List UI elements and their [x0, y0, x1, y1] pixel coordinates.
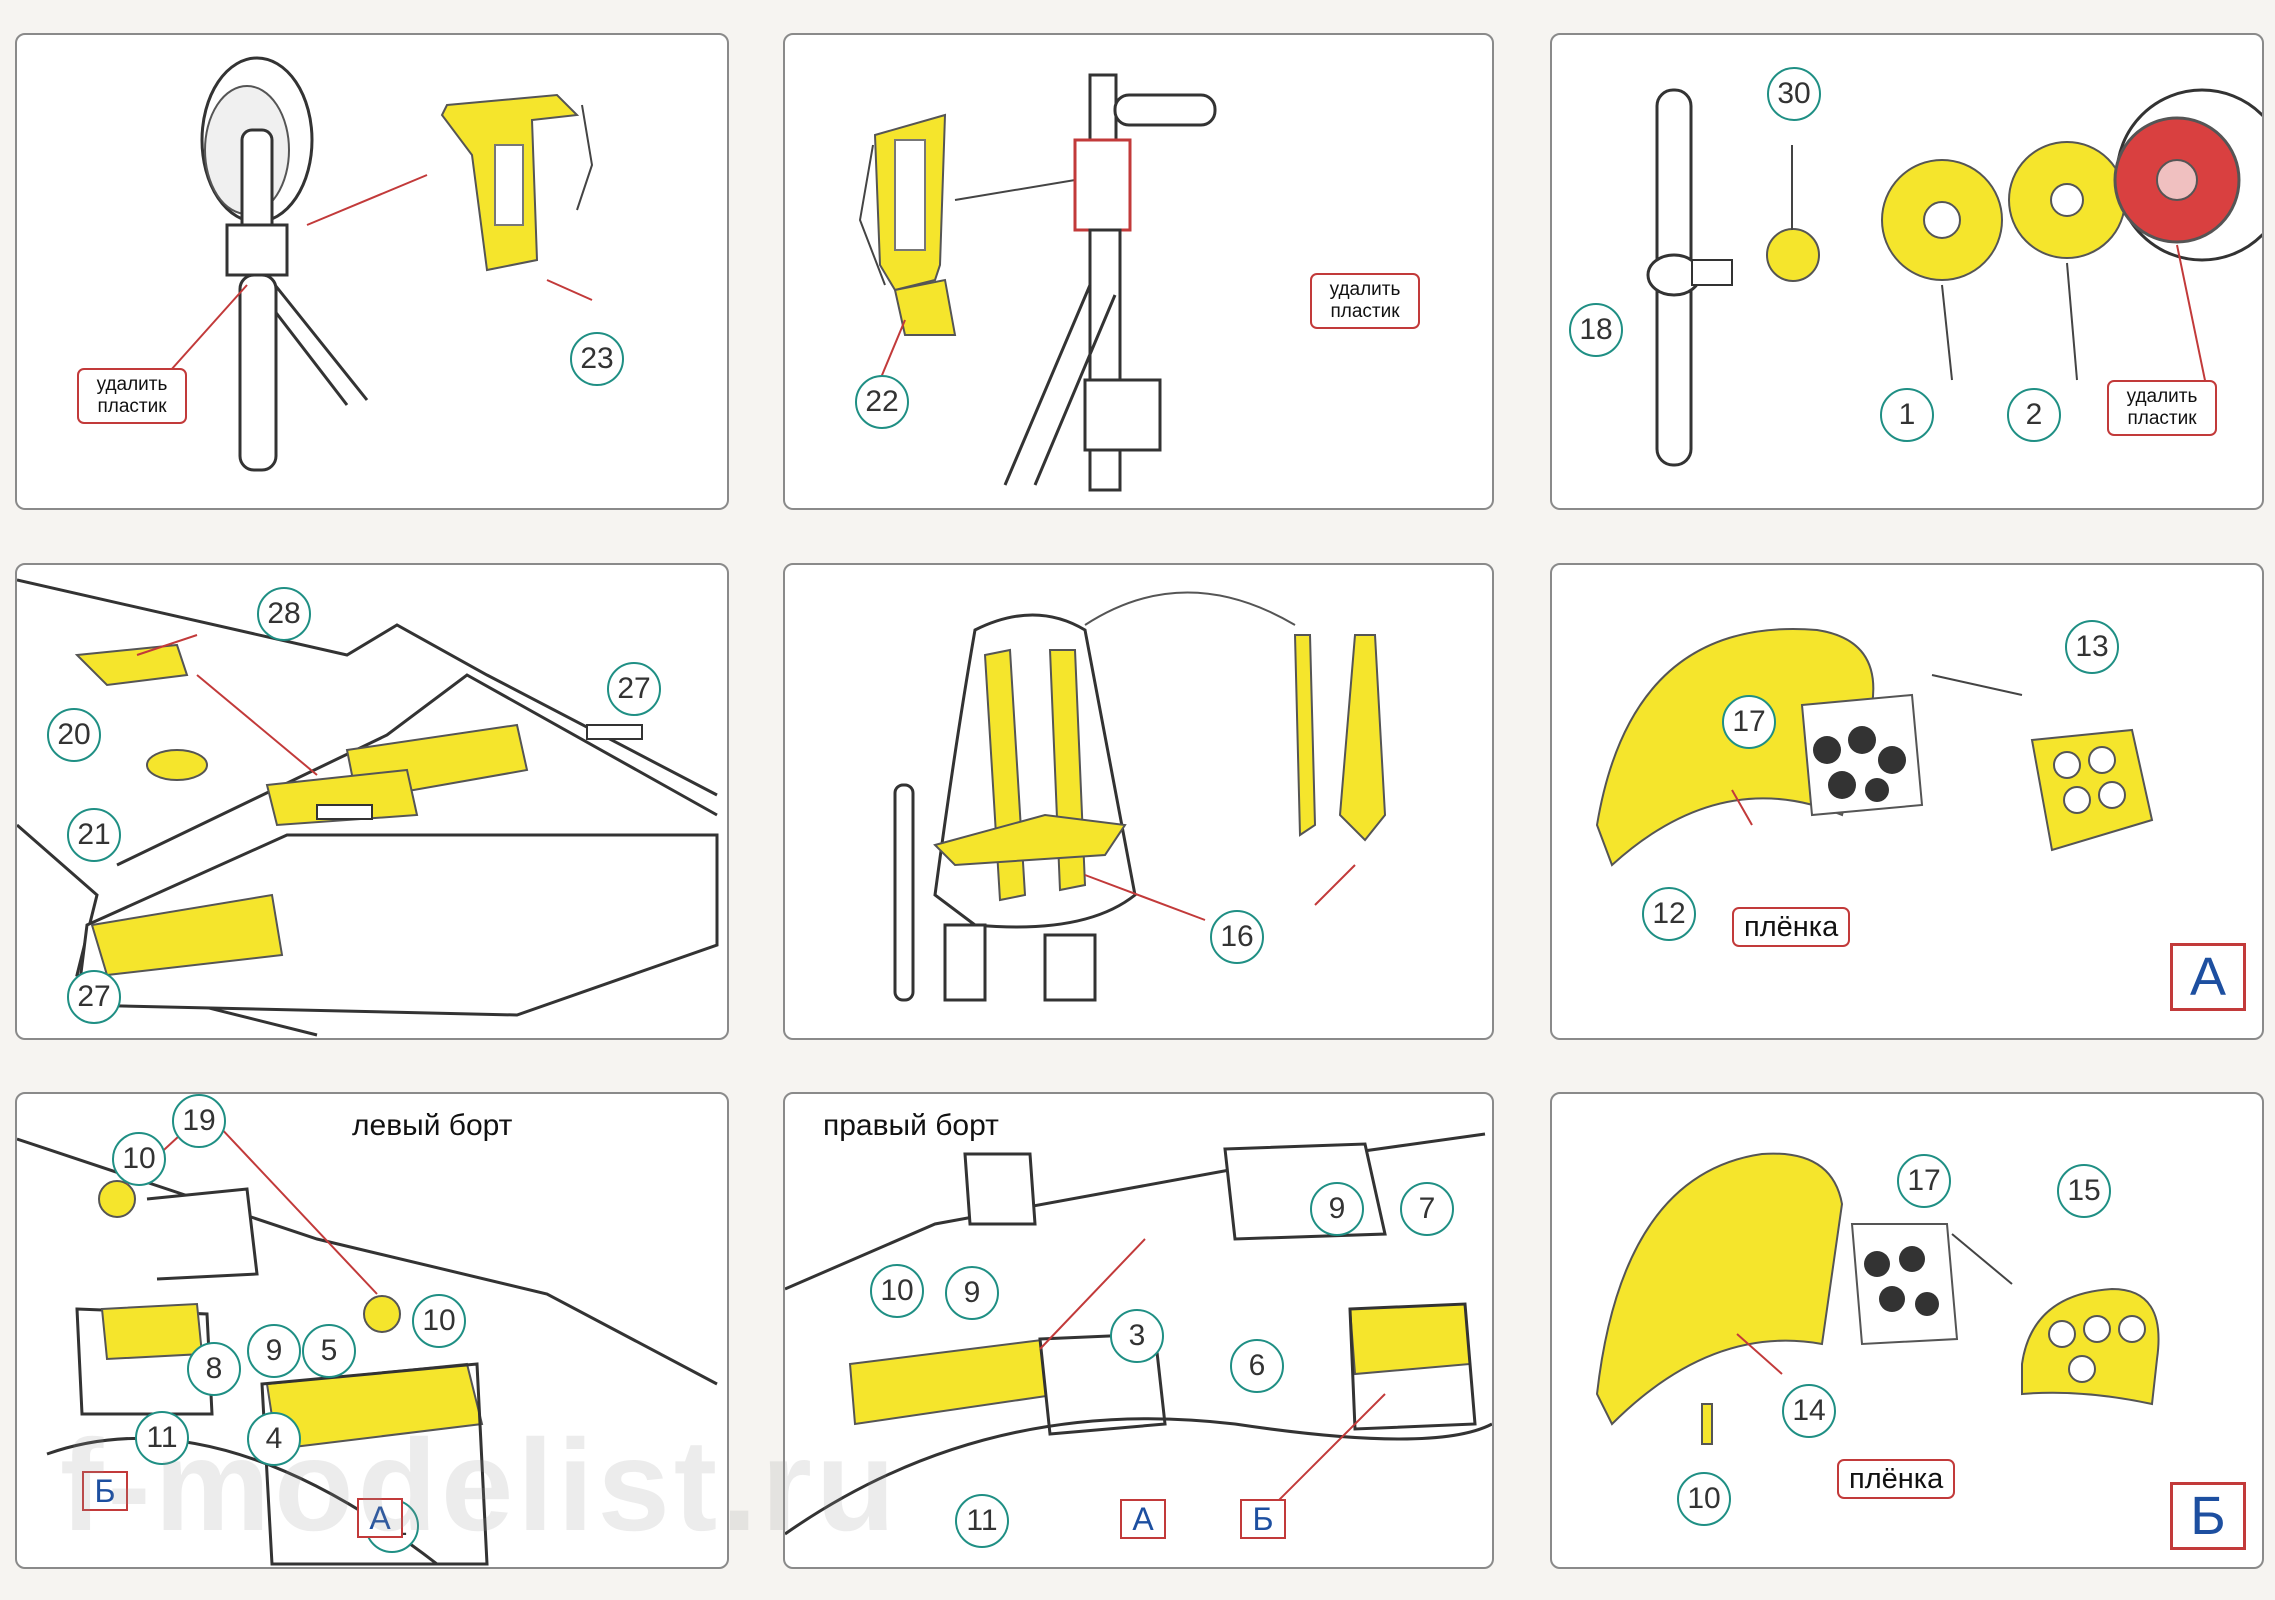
film-label: плёнка: [1732, 907, 1851, 947]
callout-17: 17: [1722, 695, 1776, 749]
callout-9: 9: [945, 1266, 999, 1320]
callout-10: 10: [112, 1132, 166, 1186]
panel-engine: 30 18 1 2 удалить пластик: [1550, 33, 2264, 510]
left-side-title: левый борт: [352, 1109, 513, 1142]
panel-landing-gear: 23 удалить пластик: [15, 33, 729, 510]
engine-drawing: [1646, 88, 2262, 467]
variant-letter-b: Б: [1240, 1499, 1286, 1539]
variant-letter-a: А: [357, 1498, 403, 1538]
callout-28: 28: [257, 587, 311, 641]
callout-1: 1: [1880, 388, 1934, 442]
landing-gear-drawing: [161, 56, 594, 472]
variant-letter-a: А: [1120, 1499, 1166, 1539]
film-label: плёнка: [1837, 1459, 1956, 1499]
callout-20: 20: [47, 708, 101, 762]
remove-plastic-note: удалить пластик: [1310, 273, 1420, 329]
callout-10: 10: [412, 1294, 466, 1348]
callout-10: 10: [870, 1264, 924, 1318]
callout-12: 12: [1642, 887, 1696, 941]
callout-11: 11: [955, 1494, 1009, 1548]
callout-11: 11: [135, 1411, 189, 1465]
panel-seat: 16: [783, 563, 1494, 1040]
callout-3: 3: [1110, 1309, 1164, 1363]
callout-18: 18: [1569, 303, 1623, 357]
callout-30: 30: [1767, 67, 1821, 121]
panel-instrument-a: 13 17 12 плёнка А: [1550, 563, 2264, 1040]
callout-17: 17: [1897, 1154, 1951, 1208]
remove-plastic-note: удалить пластик: [2107, 380, 2217, 436]
callout-14: 14: [1782, 1384, 1836, 1438]
panel-right-side: правый борт 9 7 10 9 3 6 11 А Б: [783, 1092, 1494, 1569]
remove-plastic-note: удалить пластик: [77, 368, 187, 424]
callout-6: 6: [1230, 1339, 1284, 1393]
variant-letter-a: А: [2170, 943, 2246, 1011]
seat-drawing: [893, 591, 1387, 1002]
right-side-title: правый борт: [823, 1109, 999, 1142]
callout-10: 10: [1677, 1472, 1731, 1526]
callout-27: 27: [67, 970, 121, 1024]
cockpit-floor-drawing: [17, 578, 719, 1037]
callout-4: 4: [247, 1412, 301, 1466]
panel-left-side: левый борт 19 10 8 9 5 10 4 11 11 Б А: [15, 1092, 729, 1569]
left-side-drawing: [17, 1123, 718, 1566]
panel-cockpit-floor: 28 20 21 27 27: [15, 563, 729, 1040]
callout-23: 23: [570, 332, 624, 386]
instrument-a-drawing: [1595, 628, 2154, 867]
callout-5: 5: [302, 1324, 356, 1378]
callout-27: 27: [607, 662, 661, 716]
callout-2: 2: [2007, 388, 2061, 442]
panel-instrument-b: 17 15 14 10 плёнка Б: [1550, 1092, 2264, 1569]
callout-15: 15: [2057, 1164, 2111, 1218]
callout-16: 16: [1210, 910, 1264, 964]
callout-8: 8: [187, 1342, 241, 1396]
variant-letter-b: Б: [82, 1471, 128, 1511]
panel-control-stick: 22 удалить пластик: [783, 33, 1494, 510]
instrument-b-drawing: [1595, 1152, 2160, 1445]
callout-21: 21: [67, 808, 121, 862]
callout-9: 9: [1310, 1182, 1364, 1236]
callout-7: 7: [1400, 1182, 1454, 1236]
variant-letter-b: Б: [2170, 1482, 2246, 1550]
callout-19: 19: [172, 1094, 226, 1148]
watermark: f-modelist.ru: [60, 1412, 900, 1558]
callout-22: 22: [855, 375, 909, 429]
control-stick-drawing: [858, 73, 1217, 492]
callout-13: 13: [2065, 620, 2119, 674]
callout-9: 9: [247, 1324, 301, 1378]
